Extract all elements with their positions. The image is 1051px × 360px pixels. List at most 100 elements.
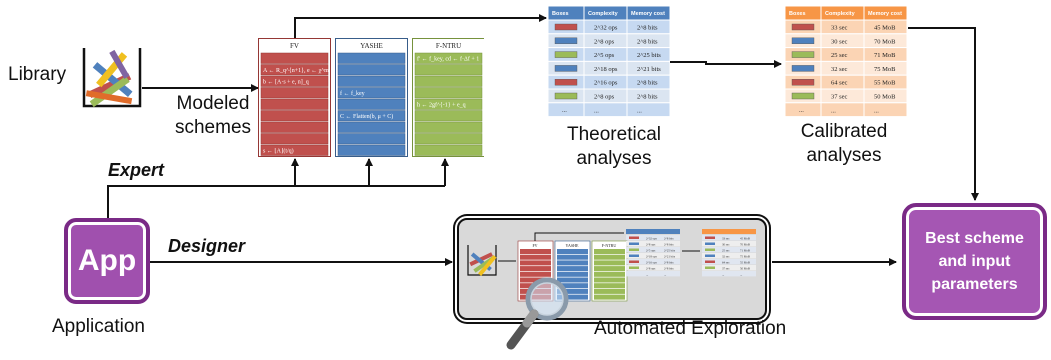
- table-cell: [863, 102, 907, 118]
- mini-library-icon: [467, 245, 497, 276]
- calibrated-label-line-2: analyses: [806, 144, 882, 166]
- scheme-formula: b ← [A·s + e, n]_q: [263, 80, 309, 86]
- scheme-band: [337, 87, 406, 99]
- scheme-title: F-NTRU: [436, 42, 461, 50]
- table-box-swatch: [791, 92, 815, 100]
- svg-text:2^8 bits: 2^8 bits: [664, 266, 674, 270]
- table-complexity: 37 sec: [831, 94, 848, 101]
- scheme-band: [414, 98, 483, 110]
- svg-text:...: ...: [646, 272, 649, 276]
- scheme-formula: f' ← f_key, cd ← f·Δf + 1: [417, 56, 479, 63]
- app-icon[interactable]: App: [64, 218, 150, 304]
- scheme-band: [337, 121, 406, 133]
- table-box-swatch: [554, 92, 578, 100]
- modeled-schemes-panels: FV A ← R_q^{n+1}, e ← χ^m b ← [A·s + e, n]…: [258, 38, 484, 157]
- table-memory: 75 MoB: [874, 66, 896, 73]
- svg-text:32 sec: 32 sec: [722, 254, 730, 258]
- scheme-band: [414, 87, 483, 99]
- scheme-panel-fv: FV A ← R_q^{n+1}, e ← χ^m b ← [A·s + e, n]…: [258, 38, 331, 157]
- table-complexity: 2^16 ops: [594, 80, 618, 87]
- table-header-text: Memory cost: [868, 11, 902, 17]
- table-complexity: 33 sec: [831, 25, 848, 32]
- table-box-swatch: [791, 65, 815, 72]
- schemes-to-theoretical-arrow: [294, 14, 547, 40]
- theoretical-analyses-label: Theoretical analyses: [546, 123, 682, 171]
- table-box-swatch: [791, 78, 815, 86]
- scheme-band: [260, 75, 329, 87]
- table-memory: 2^8 bits: [637, 25, 658, 32]
- svg-text:2^16 ops: 2^16 ops: [646, 260, 658, 264]
- scheme-band: [337, 110, 406, 122]
- scheme-title: FV: [290, 42, 299, 50]
- scheme-band: [414, 144, 483, 156]
- table-memory: 2^8 bits: [637, 80, 658, 87]
- table-header-text: Memory cost: [631, 11, 665, 17]
- table-complexity: 64 sec: [831, 80, 848, 87]
- table-header-text: Complexity: [588, 11, 619, 17]
- svg-text:2^8 bits: 2^8 bits: [664, 242, 674, 246]
- scheme-band: [337, 144, 406, 156]
- svg-text:2^18 ops: 2^18 ops: [646, 254, 658, 258]
- table-complexity: ...: [594, 107, 599, 114]
- library-icon: [82, 48, 142, 108]
- scheme-band: [260, 64, 329, 76]
- table-box-swatch: [554, 51, 578, 58]
- table-memory: 2^21 bits: [637, 66, 661, 73]
- best-scheme-output[interactable]: Best scheme and input parameters: [902, 203, 1047, 320]
- table-complexity: 2^32 ops: [594, 25, 618, 32]
- table-memory: 45 MoB: [874, 25, 896, 32]
- application-label: Application: [52, 316, 145, 337]
- scheme-formula: C ← Flatten(b, μ + C): [340, 113, 393, 120]
- expert-label: Expert: [108, 160, 165, 180]
- modeled-schemes-line-1: Modeled: [176, 93, 250, 114]
- table-box-swatch: [791, 51, 815, 58]
- svg-text:30 sec: 30 sec: [722, 242, 730, 246]
- table-ellipsis: ...: [562, 107, 567, 114]
- modeled-schemes-label: Modeled schemes: [168, 92, 258, 140]
- expert-bus-line: [107, 185, 445, 218]
- table-memory: 50 MoB: [874, 94, 896, 101]
- mini-scheme-f-ntru: F-NTRU: [591, 240, 628, 302]
- table-complexity: 2^18 ops: [594, 66, 618, 73]
- table-header-text: Complexity: [825, 11, 856, 17]
- library-label: Library: [8, 64, 67, 85]
- svg-text:45 MoB: 45 MoB: [740, 236, 750, 240]
- table-complexity: 2^8 ops: [594, 38, 615, 45]
- scheme-band: [337, 52, 406, 64]
- scheme-band: [414, 133, 483, 145]
- scheme-formula: s ← ⌊A⌋(t/q): [263, 148, 294, 155]
- table-header-text: Boxes: [789, 11, 806, 17]
- scheme-band: [414, 110, 483, 122]
- designer-label: Designer: [168, 236, 246, 256]
- table-box-swatch: [791, 37, 815, 44]
- table-memory: ...: [637, 107, 642, 114]
- table-box-swatch: [554, 65, 578, 72]
- svg-text:2^8 bits: 2^8 bits: [664, 260, 674, 264]
- table-memory: ...: [874, 107, 879, 114]
- best-scheme-text: Best scheme and input parameters: [925, 229, 1024, 294]
- calibrated-label-line-1: Calibrated: [800, 121, 888, 142]
- modeled-schemes-line-2: schemes: [174, 116, 252, 138]
- scheme-formula: A ← R_q^{n+1}, e ← χ^m: [263, 68, 329, 74]
- table-cell: [626, 102, 670, 118]
- scheme-band: [414, 64, 483, 76]
- table-ellipsis: ...: [799, 107, 804, 114]
- automated-exploration-label: Automated Exploration: [594, 318, 787, 339]
- table-complexity: 30 sec: [831, 38, 848, 45]
- svg-text:2^21 bits: 2^21 bits: [664, 254, 676, 258]
- table-memory: 70 MoB: [874, 38, 896, 45]
- theoretical-to-calibrated-arrow: [670, 60, 782, 68]
- svg-text:2^8 ops: 2^8 ops: [646, 266, 656, 270]
- scheme-band: [260, 52, 329, 64]
- svg-text:25 sec: 25 sec: [722, 248, 730, 252]
- scheme-band: [260, 87, 329, 99]
- svg-text:64 sec: 64 sec: [722, 260, 730, 264]
- svg-text:55 MoB: 55 MoB: [740, 260, 750, 264]
- svg-text:71 MoB: 71 MoB: [740, 248, 750, 252]
- svg-text:2^25 bits: 2^25 bits: [664, 248, 676, 252]
- scheme-band: [260, 133, 329, 145]
- svg-text:...: ...: [740, 272, 743, 276]
- svg-text:2^8 bits: 2^8 bits: [664, 236, 674, 240]
- table-memory: 2^8 bits: [637, 38, 658, 45]
